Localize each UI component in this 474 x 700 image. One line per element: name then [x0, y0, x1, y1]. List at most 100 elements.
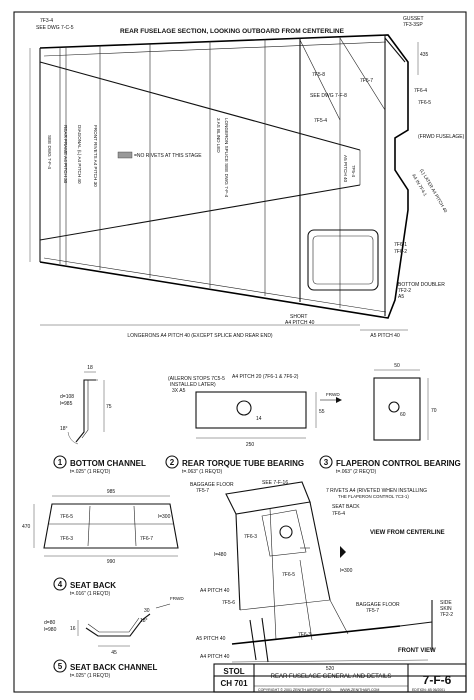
fv-ref-7f2-2: 7F2-2	[440, 612, 453, 618]
sheet-border	[13, 11, 467, 693]
part-2-name: REAR TORQUE TUBE BEARING	[182, 459, 304, 468]
front-rivets-label: FRONT RIVETS A4 PITCH 30	[93, 125, 98, 187]
part-4-spec: t=.016" (1 REQ'D)	[70, 591, 110, 597]
part-5-number-badge	[53, 659, 67, 673]
see-dwg-7f4: SEE DWG 7-F-4	[47, 135, 52, 169]
a5-pitch-40-bottom: A5 PITCH 40	[370, 333, 400, 339]
copyright: COPYRIGHT © 2001 ZENITH AIRCRAFT CO.	[258, 688, 332, 692]
part-1-number-badge	[53, 455, 67, 469]
part-5-drawing	[77, 603, 171, 647]
p3-dim-70: 70	[431, 408, 437, 414]
short-label: SHORT	[290, 314, 307, 320]
fv-rivets-note-2: THE FLAPERON CONTROL 7C3-1)	[338, 494, 409, 499]
part-5-name: SEAT BACK CHANNEL	[70, 663, 158, 672]
part-4-drawing	[33, 495, 179, 557]
fv-a5-pitch-40: A5 PITCH 40	[196, 636, 226, 642]
p2-pitch-note: A4 PITCH 20 (7F6-1 & 7F6-2)	[232, 374, 299, 380]
a5-label: A5	[398, 294, 404, 300]
ref-7f5-8: 7F5-8	[312, 72, 325, 78]
part-2-number-badge	[165, 455, 179, 469]
fv-ref-7f6-5: 7F6-5	[282, 572, 295, 578]
part-5-number: 5	[58, 662, 63, 671]
part-1-number: 1	[58, 458, 63, 467]
longerons-note: LONGERONS A4 PITCH 40 (EXCEPT SPLICE AND…	[127, 333, 273, 339]
diagonal-label: DIAGONAL (L) A4 PITCH 40	[77, 125, 82, 184]
part-1-spec: t=.025" (1 REQ'D)	[70, 469, 110, 475]
fv-ref-7f6-4: 7F6-4	[332, 511, 345, 517]
part-2-spec: t=.063" (1 REQ'D)	[182, 469, 222, 475]
title-block	[213, 663, 467, 693]
p5-dim-30: 30	[144, 608, 150, 614]
fv-front-view: FRONT VIEW	[398, 648, 436, 654]
model-stol: STOL	[223, 667, 244, 676]
part-3-drawing	[373, 369, 429, 441]
see-dwg-7f8: SEE DWG 7-F-8	[310, 93, 347, 99]
p5-dim-16: 16	[70, 626, 76, 632]
fv-a4-pitch-40b: A4 PITCH 40	[200, 654, 230, 660]
edition: EDITION: 4B 06/2001	[412, 688, 445, 692]
fv-rivets-note: 7 RIVETS A4 (RIVETED WHEN INSTALLING	[326, 488, 427, 494]
fuselage-side-view	[29, 34, 419, 331]
fv-ref-7f6-3b: 7F6-3	[298, 632, 311, 638]
a4-pitch-40-short: A4 PITCH 40	[285, 320, 315, 326]
p4-l300: l=300	[158, 514, 171, 520]
part-1-name: BOTTOM CHANNEL	[70, 459, 146, 468]
model-ch701: CH 701	[220, 679, 248, 688]
p5-d: d=80	[44, 620, 55, 626]
ref-7f5-4b: 7F5-4	[351, 165, 356, 177]
top-view-title: REAR FUSELAGE SECTION, LOOKING OUTBOARD …	[120, 28, 345, 35]
fv-dim-520: 520	[326, 666, 335, 672]
p2-dim-55: 55	[319, 409, 325, 415]
ref-7f2-2-top: 7F2-2	[398, 288, 411, 294]
part-3-spec: t=.063" (2 REQ'D)	[336, 469, 376, 475]
ref-7f6-2: 7F6-2	[394, 249, 407, 255]
p4-dim-470: 470	[22, 524, 31, 530]
fv-l480: l=480	[214, 552, 227, 558]
drawing-title: REAR FUSELAGE GENERAL AND DETAILS	[271, 674, 392, 680]
p1-dim-18deg: 18°	[60, 426, 68, 432]
ref-7f5-4: 7F5-4	[314, 118, 327, 124]
part-4-name: SEAT BACK	[70, 581, 116, 590]
a5-pitch-40-label: A5 PITCH 40	[343, 155, 348, 183]
part-2-drawing	[195, 391, 342, 439]
p2-frwd: FRWD	[326, 392, 340, 397]
part-4-number-badge	[53, 577, 67, 591]
part-3-number: 3	[324, 458, 329, 467]
fv-see-7f16: SEE 7-F-16	[262, 480, 288, 486]
part-3-number-badge	[319, 455, 333, 469]
fv-view-label: VIEW FROM CENTERLINE	[370, 530, 445, 536]
fv-l300: l=300	[340, 568, 353, 574]
fv-seat-back: SEAT BACK	[332, 504, 360, 510]
fv-ref-7f5-6: 7F5-6	[222, 600, 235, 606]
p2-aileron-note-2: INSTALLED LATER)	[170, 382, 216, 388]
p1-dim-75: 75	[106, 404, 112, 410]
fv-ref-7f5-7: 7F5-7	[196, 488, 209, 494]
part-4-number: 4	[58, 580, 63, 589]
fv-skin: SKIN	[440, 606, 452, 612]
part-2-number: 2	[170, 458, 175, 467]
p1-l: l=985	[60, 401, 73, 407]
longeron-splice-note: LONGERON SPLICE SEE DWG 7-F-4	[224, 118, 229, 198]
ref-7f5-7: 7F5-7	[360, 78, 373, 84]
p2-aileron-note-3: 3X A5	[172, 388, 186, 394]
p4-ref-1: 7F6-5	[60, 514, 73, 520]
p4-dim-985: 985	[107, 489, 116, 495]
fv-baggage-floor-2: BAGGAGE FLOOR	[356, 602, 400, 608]
ref-7f6-4: 7F6-4	[414, 88, 427, 94]
drawing-number: 7-F-6	[423, 673, 452, 687]
p4-dim-990: 990	[107, 559, 116, 565]
see-dwg-ref2: SEE DWG 7-C-5	[36, 25, 74, 31]
p3-dim-60: 60	[400, 412, 406, 418]
p1-dim-18: 18	[87, 365, 93, 371]
part-3-name: FLAPERON CONTROL BEARING	[336, 459, 461, 468]
rear-frame-label: REAR FRAME A4 PITCH 30	[63, 125, 68, 184]
fv-a4-pitch-40: A4 PITCH 40	[200, 588, 230, 594]
dim-435: 435	[420, 52, 429, 58]
fv-side: SIDE	[440, 600, 452, 606]
ref-7f6-5: 7F6-5	[418, 100, 431, 106]
p1-d: d=108	[60, 394, 74, 400]
p5-dim-45: 45	[111, 650, 117, 656]
fv-baggage-floor: BAGGAGE FLOOR	[190, 482, 234, 488]
fv-ref-7f5-7b: 7F5-7	[366, 608, 379, 614]
